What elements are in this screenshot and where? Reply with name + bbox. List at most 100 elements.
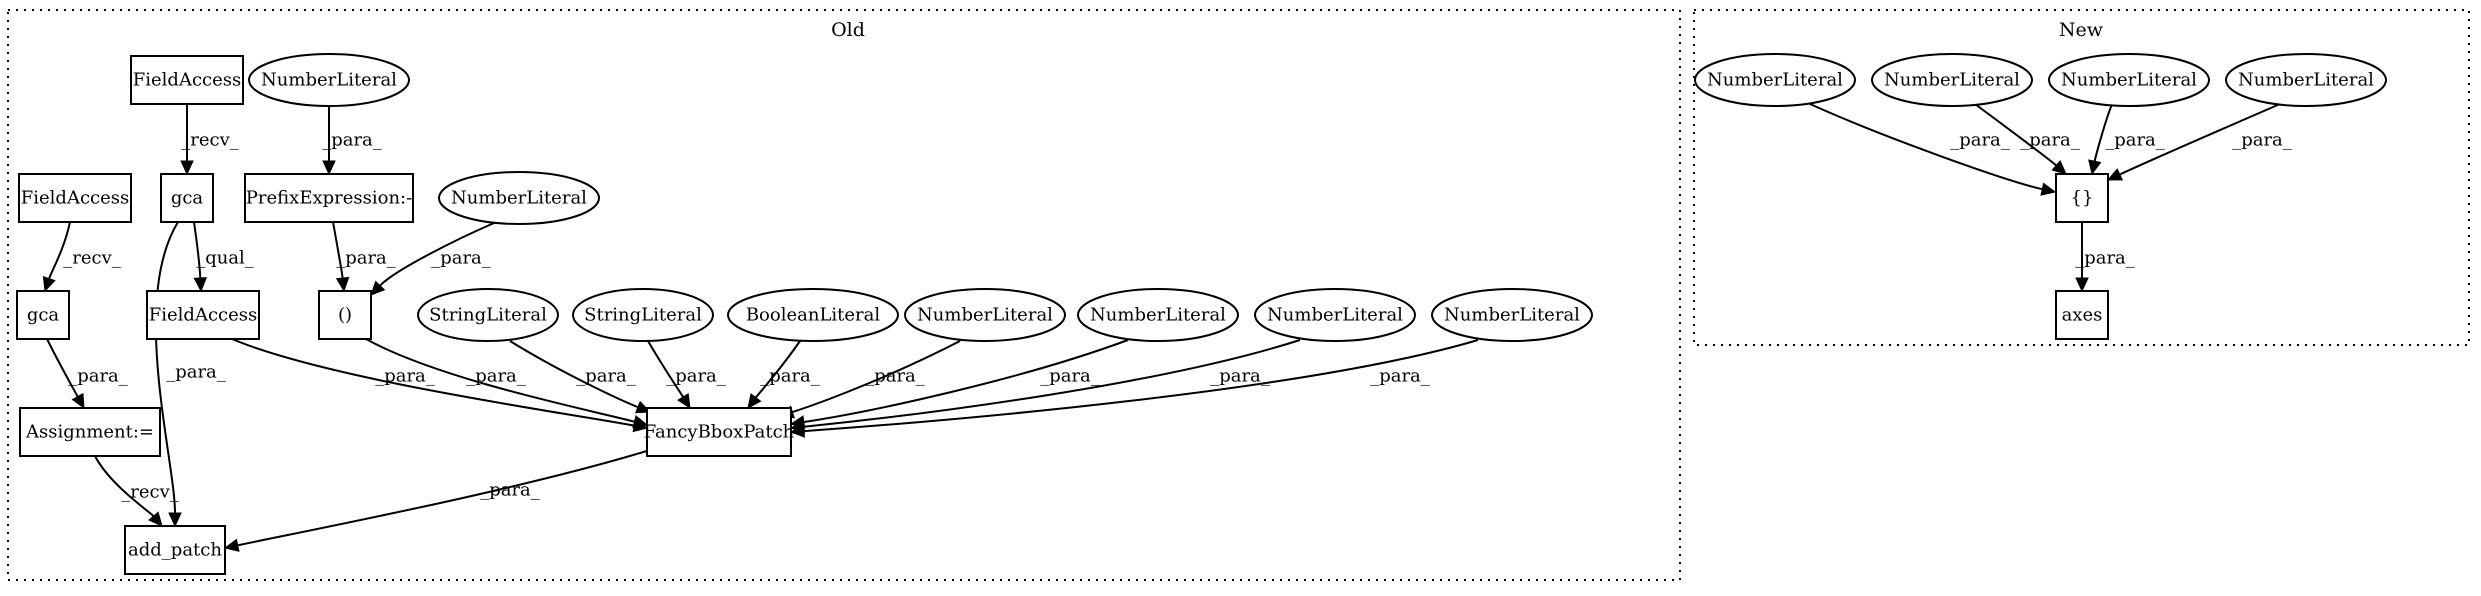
node-label: NumberLiteral xyxy=(261,70,397,91)
edge-label: _para_ xyxy=(760,366,820,387)
node-ellipse xyxy=(417,288,559,342)
node-ellipse xyxy=(727,288,899,342)
edge-label: _para_ xyxy=(2105,130,2165,151)
edge-label: _para_ xyxy=(2020,130,2080,151)
node-label: StringLiteral xyxy=(429,305,547,326)
node-gca2: gca xyxy=(16,290,70,340)
edge-arrowhead xyxy=(2051,160,2067,175)
edge-arrowhead xyxy=(42,276,56,293)
edge-line xyxy=(365,338,635,423)
edge-assign-to-addpatch: _recv_ xyxy=(94,455,179,527)
node-label: FieldAccess xyxy=(149,305,257,326)
node-box xyxy=(146,290,260,340)
edge-gca1-to-fa3: _qual_ xyxy=(193,221,254,293)
edge-label: _para_ xyxy=(68,366,128,387)
edge-arrowhead xyxy=(148,511,163,527)
node-axes: axes xyxy=(2055,290,2109,340)
edge-line xyxy=(154,221,179,514)
edge-nl6-to-fancy: _para_ xyxy=(789,339,1479,438)
node-box xyxy=(318,290,372,340)
node-box xyxy=(2055,173,2109,223)
edge-arrowhead xyxy=(2088,159,2102,176)
node-label: NumberLiteral xyxy=(1267,305,1403,326)
edge-arrowhead xyxy=(223,538,240,552)
edge-label: _para_ xyxy=(480,480,540,501)
node-gca1: gca xyxy=(160,173,214,223)
edge-label: _para_ xyxy=(1950,130,2010,151)
edge-arrowhead xyxy=(322,160,336,176)
node-label: NumberLiteral xyxy=(917,305,1053,326)
edge-label: _para_ xyxy=(576,366,636,387)
edge-braces-to-axes: _para_ xyxy=(2075,222,2135,293)
edge-line xyxy=(94,455,155,517)
node-label: FieldAccess xyxy=(21,188,129,209)
node-paren: () xyxy=(318,290,372,340)
node-addpatch: add_patch xyxy=(124,525,226,575)
edge-label: _recv_ xyxy=(181,130,239,151)
node-box xyxy=(244,173,414,223)
edge-line xyxy=(332,221,344,279)
edge-fa1-to-gca1: _recv_ xyxy=(180,104,239,176)
edge-nl5-to-fancy: _para_ xyxy=(789,339,1301,434)
node-nl2: NumberLiteral xyxy=(438,171,600,225)
node-nl3: NumberLiteral xyxy=(904,288,1066,342)
node-box xyxy=(19,407,161,457)
node-label: Assignment:= xyxy=(25,422,154,443)
edge-label: _para_ xyxy=(375,366,435,387)
edge-line xyxy=(509,340,639,409)
node-ellipse xyxy=(248,53,410,107)
edge-nn4-to-braces: _para_ xyxy=(2106,103,2292,181)
edge-sl1-to-fancy: _para_ xyxy=(509,340,652,414)
edge-gca1-to-addpatch: _para_ xyxy=(154,221,226,528)
edge-line xyxy=(237,449,651,547)
node-box xyxy=(124,525,226,575)
edge-label: _para_ xyxy=(466,366,526,387)
node-box xyxy=(2055,290,2109,340)
edge-arrowhead xyxy=(789,424,805,438)
edge-sl2-to-fancy: _para_ xyxy=(647,340,726,410)
node-label: PrefixExpression:- xyxy=(246,188,412,209)
edge-fancy-to-addpatch: _para_ xyxy=(223,449,651,552)
node-nn1: NumberLiteral xyxy=(1694,53,1856,107)
edge-label: _recv_ xyxy=(121,482,179,503)
node-label: BooleanLiteral xyxy=(746,305,881,326)
node-nl1: NumberLiteral xyxy=(248,53,410,107)
node-sl2: StringLiteral xyxy=(572,288,714,342)
node-nl4: NumberLiteral xyxy=(1077,288,1239,342)
edge-line xyxy=(1809,103,2043,191)
node-label: NumberLiteral xyxy=(1884,70,2020,91)
node-label: FieldAccess xyxy=(133,70,241,91)
node-ellipse xyxy=(1077,288,1239,342)
edge-arrowhead xyxy=(2075,277,2089,293)
edge-line xyxy=(647,340,684,398)
node-label: NumberLiteral xyxy=(2238,70,2374,91)
edge-fa2-to-gca2: _recv_ xyxy=(42,221,121,293)
node-ellipse xyxy=(1871,53,2033,107)
edge-line xyxy=(193,221,202,279)
edge-line xyxy=(2093,103,2113,162)
edge-line xyxy=(231,338,635,427)
node-sl1: StringLiteral xyxy=(417,288,559,342)
edge-line xyxy=(379,222,495,287)
node-label: StringLiteral xyxy=(584,305,702,326)
edge-line xyxy=(803,339,1129,424)
edge-line xyxy=(46,338,79,398)
node-ellipse xyxy=(2048,53,2210,107)
edge-nl2-to-paren: _para_ xyxy=(370,222,495,296)
node-box xyxy=(646,407,792,457)
edge-label: _para_ xyxy=(1210,366,1270,387)
edge-label: _para_ xyxy=(322,130,382,151)
edge-arrowhead xyxy=(193,277,208,293)
cluster-new-border xyxy=(1693,9,2470,346)
edge-arrowhead xyxy=(370,280,386,296)
cluster-new-label: New xyxy=(2059,19,2104,41)
edge-bl-to-fancy: _para_ xyxy=(747,340,820,409)
node-label: FancyBboxPatch xyxy=(644,422,795,443)
node-nl5: NumberLiteral xyxy=(1254,288,1416,342)
node-nn4: NumberLiteral xyxy=(2225,53,2387,107)
edge-arrowhead xyxy=(632,415,649,429)
node-fa1: FieldAccess xyxy=(130,55,244,105)
node-assign: Assignment:= xyxy=(19,407,161,457)
edge-label: _para_ xyxy=(2075,248,2135,269)
